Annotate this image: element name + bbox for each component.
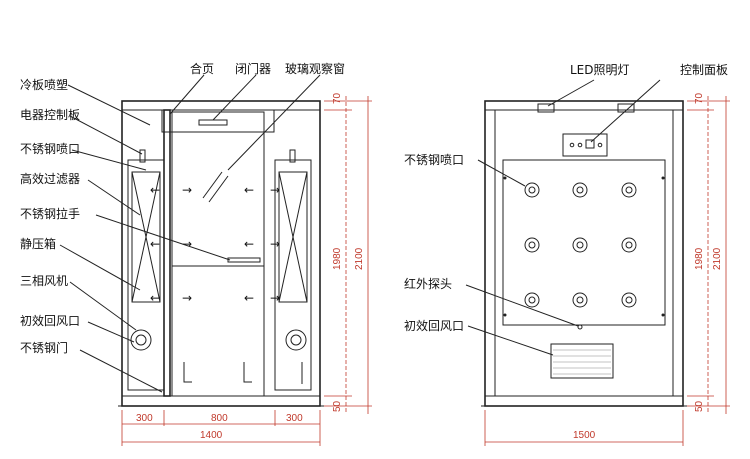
- svg-text:←: ←: [150, 237, 160, 251]
- label-stainless-door: 不锈钢门: [20, 340, 68, 355]
- front-view: ← ← ← → → → ← ← ← → → →: [20, 61, 372, 446]
- label-electrical-control-board: 电器控制板: [20, 108, 80, 122]
- label-glass-window: 玻璃观察窗: [285, 62, 345, 76]
- dim-height-1980: 1980: [332, 247, 343, 270]
- side-cabinet-outline: [484, 100, 684, 407]
- side-view: LED照明灯 控制面板 不锈钢喷口 红外探头 初效回风口 1500 70 198…: [404, 63, 730, 446]
- nozzle-arrows-left: ← ← ← → → → ← ← ← → → →: [150, 183, 280, 305]
- label-hinge: 合页: [190, 61, 214, 76]
- dim-side-bottom-50: 50: [694, 400, 705, 412]
- cabinet-outline: [121, 100, 321, 407]
- dim-height-2100: 2100: [354, 247, 365, 270]
- dim-depth-1500: 1500: [573, 430, 596, 441]
- label-side-return-vent: 初效回风口: [404, 318, 464, 333]
- dim-bottom-50: 50: [332, 400, 343, 412]
- label-hepa-filter: 高效过滤器: [20, 171, 80, 186]
- dim-top-70: 70: [332, 92, 343, 104]
- label-side-stainless-nozzle: 不锈钢喷口: [404, 153, 464, 167]
- svg-text:←: ←: [244, 291, 254, 305]
- label-stainless-nozzle: 不锈钢喷口: [20, 142, 80, 156]
- dim-side-height-1980: 1980: [694, 247, 705, 270]
- control-panel-box: [562, 133, 608, 157]
- nozzle-grid: [524, 182, 637, 308]
- svg-text:→: →: [182, 237, 192, 251]
- dim-right-300: 300: [286, 413, 303, 424]
- svg-text:→: →: [182, 291, 192, 305]
- dim-middle-800: 800: [211, 413, 228, 424]
- label-primary-return-vent: 初效回风口: [20, 313, 80, 328]
- svg-text:→: →: [270, 237, 280, 251]
- label-led-light: LED照明灯: [570, 63, 630, 77]
- svg-text:←: ←: [150, 183, 160, 197]
- label-plenum-box: 静压箱: [20, 236, 56, 251]
- dim-total-1400: 1400: [200, 430, 223, 441]
- dim-side-height-2100: 2100: [712, 247, 723, 270]
- svg-text:←: ←: [150, 291, 160, 305]
- svg-text:→: →: [270, 291, 280, 305]
- label-cold-plate-coating: 冷板喷塑: [20, 77, 68, 92]
- dim-side-top-70: 70: [694, 92, 705, 104]
- dim-left-300: 300: [136, 413, 153, 424]
- svg-text:←: ←: [244, 183, 254, 197]
- label-three-phase-fan: 三相风机: [20, 274, 68, 288]
- return-vent-grille: [550, 343, 614, 379]
- svg-text:←: ←: [244, 237, 254, 251]
- svg-text:→: →: [182, 183, 192, 197]
- label-control-panel: 控制面板: [680, 63, 728, 77]
- svg-text:→: →: [270, 183, 280, 197]
- label-infrared-probe: 红外探头: [404, 276, 452, 291]
- label-door-closer: 闭门器: [235, 61, 271, 76]
- label-stainless-handle: 不锈钢拉手: [20, 206, 80, 221]
